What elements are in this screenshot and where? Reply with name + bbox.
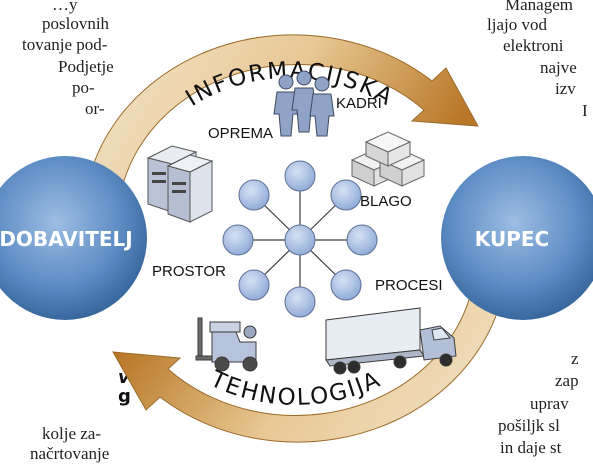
procesi-label: PROCESI — [375, 277, 443, 294]
boxes-icon — [350, 131, 426, 187]
network-node-center — [284, 224, 316, 256]
forklift-icon — [195, 317, 258, 372]
right-bottom-line-4: pošiljk sl — [498, 416, 560, 435]
network-node — [346, 224, 378, 256]
top-arc-band — [83, 34, 479, 234]
left-text-line-1: …y — [52, 0, 78, 14]
right-bottom-line-3: uprav — [530, 394, 569, 413]
right-bottom-line-1: z — [571, 349, 579, 368]
left-heading-b: g — [118, 386, 131, 407]
network-node — [284, 160, 316, 192]
left-text-line-6: or- — [85, 99, 105, 118]
right-text-line-6: I — [582, 101, 588, 120]
supplier-circle — [0, 156, 147, 320]
left-text-line-5: po- — [72, 78, 95, 97]
left-bottom-line-1: kolje za- — [42, 424, 101, 443]
network-node — [222, 224, 254, 256]
left-bottom-line-2: načrtovanje — [30, 444, 110, 463]
right-text-line-1: Managem — [505, 0, 573, 14]
right-bottom-line-5: in daje st — [500, 438, 562, 457]
right-text-line-3: elektroni — [503, 36, 564, 55]
blago-label: BLAGO — [360, 193, 412, 210]
left-text-line-4: Podjetje — [58, 57, 114, 76]
network-node — [330, 269, 362, 301]
servers-icon — [146, 145, 214, 223]
customer-circle — [441, 156, 593, 320]
network-node — [330, 179, 362, 211]
left-text-line-2: poslovnih — [42, 14, 110, 33]
left-heading-a: v — [118, 367, 130, 388]
kadri-label: KADRI — [336, 95, 382, 112]
customer-label: KUPEC — [475, 227, 549, 251]
network-icon — [222, 160, 378, 318]
supplier-label: DOBAVITELJ — [0, 227, 133, 251]
right-text-line-4: najve — [540, 58, 577, 77]
network-node — [284, 286, 316, 318]
network-node — [238, 269, 270, 301]
bottom-arc-text: TEHNOLOGIJA — [206, 366, 384, 411]
right-text-line-5: izv — [555, 79, 576, 98]
prostor-label: PROSTOR — [152, 263, 226, 280]
left-text-line-3: tovanje pod- — [22, 35, 108, 54]
network-node — [238, 179, 270, 211]
people-icon — [273, 70, 335, 137]
truck-icon — [325, 307, 457, 375]
bottom-arc-label: TEHNOLOGIJA — [206, 366, 386, 411]
right-text-line-2: ljajo vod — [487, 15, 547, 34]
right-bottom-line-2: zap — [555, 371, 579, 390]
oprema-label: OPREMA — [208, 125, 273, 142]
